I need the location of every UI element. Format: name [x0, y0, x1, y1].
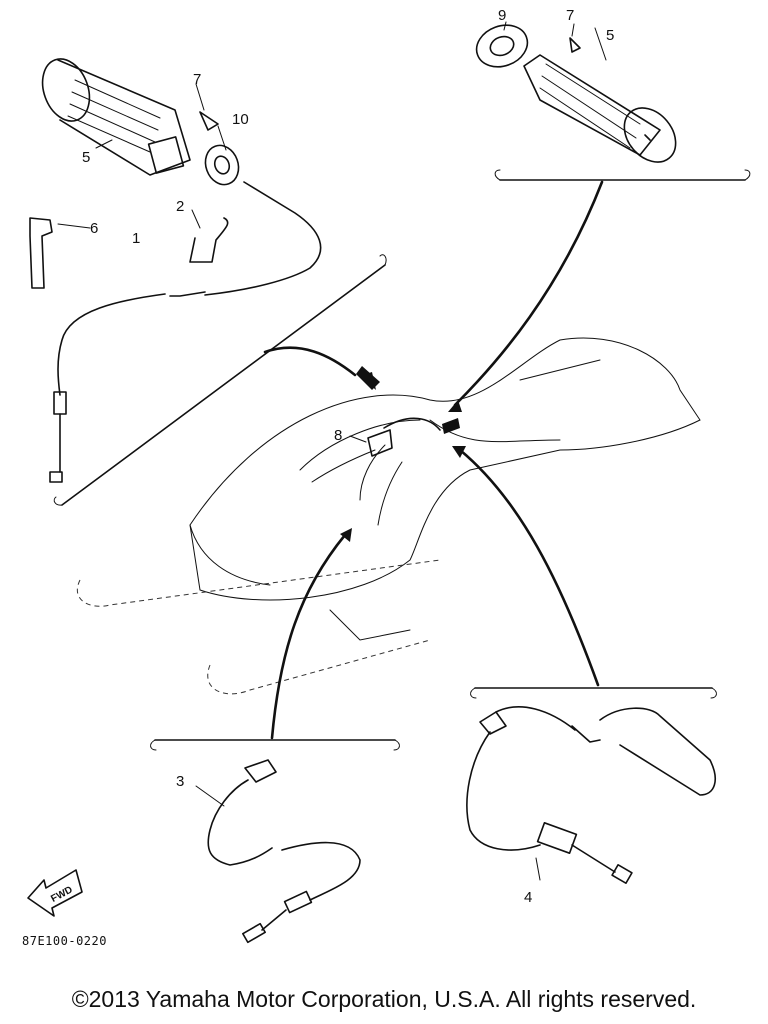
snowmobile-outline	[76, 337, 701, 695]
callout-7-left: 7	[193, 71, 201, 88]
callout-4: 4	[524, 889, 532, 906]
callout-6: 6	[90, 220, 98, 237]
callout-1: 1	[132, 230, 140, 247]
callout-5-left: 5	[82, 149, 90, 166]
fwd-arrow-icon: FWD	[27, 869, 83, 917]
right-grip-inset	[475, 21, 751, 181]
callout-2: 2	[176, 198, 184, 215]
drawing-code: 87E100-0220	[22, 934, 107, 948]
pointer-lines	[263, 180, 604, 740]
brake-cable-inset	[466, 687, 717, 884]
callout-9: 9	[498, 7, 506, 24]
callout-7-right: 7	[566, 7, 574, 24]
callout-5-right: 5	[606, 27, 614, 44]
callout-3: 3	[176, 773, 184, 790]
callout-8: 8	[334, 427, 342, 444]
choke-cable-inset	[150, 739, 400, 944]
left-grip-inset	[29, 58, 387, 506]
callout-10: 10	[232, 111, 249, 128]
parts-diagram: FWD 1 2 3 4 5 5 6 7 7 8 9 10	[27, 7, 751, 944]
copyright-notice: ©2013 Yamaha Motor Corporation, U.S.A. A…	[71, 986, 697, 1012]
clamp-detail	[349, 366, 460, 457]
